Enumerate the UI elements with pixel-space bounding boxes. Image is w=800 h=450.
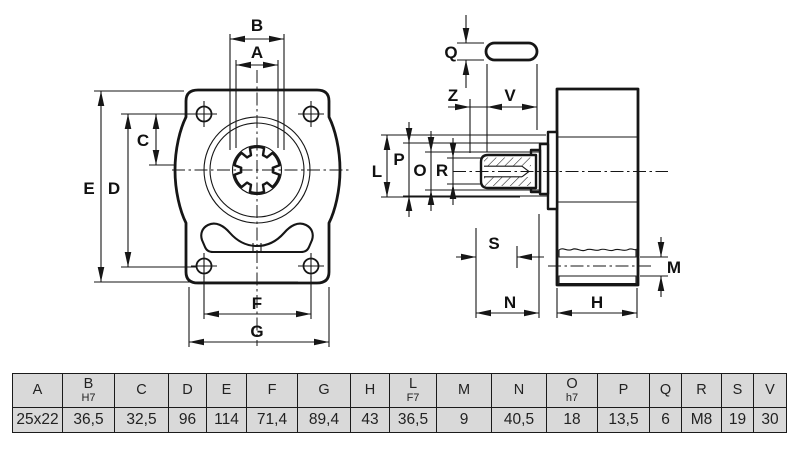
dim-E: E — [83, 90, 298, 283]
dim-label-a: A — [251, 43, 263, 62]
col-header-e: E — [206, 373, 247, 408]
col-value-o: 18 — [546, 407, 598, 433]
col-header-v: V — [753, 373, 787, 408]
dim-S: S — [456, 234, 544, 268]
dim-label-q: Q — [444, 43, 457, 62]
col-header-g: G — [297, 373, 351, 408]
front-view: B A C D E F — [83, 16, 352, 347]
col-value-h: 43 — [350, 407, 390, 433]
col-value-p: 13,5 — [597, 407, 650, 433]
col-value-b: 36,5 — [62, 407, 115, 433]
dim-V: V — [486, 64, 538, 152]
col-header-r: R — [681, 373, 722, 408]
dim-label-g: G — [250, 322, 263, 341]
flange-plate-side — [546, 130, 559, 211]
port-hatch-bottom — [558, 275, 637, 285]
col-header-c: C — [114, 373, 169, 408]
dim-G: G — [188, 287, 330, 347]
dim-label-n: N — [504, 293, 516, 312]
col-header-d: D — [168, 373, 207, 408]
dim-label-v: V — [504, 86, 516, 105]
dim-R: R — [436, 138, 482, 205]
col-value-a: 25x22 — [12, 407, 63, 433]
col-header-m: M — [436, 373, 492, 408]
col-header-h: H — [350, 373, 390, 408]
dim-B: B — [229, 16, 285, 150]
col-header-s: S — [721, 373, 754, 408]
col-value-r: M8 — [681, 407, 722, 433]
dim-label-r: R — [436, 161, 448, 180]
shaft-hatch-top — [484, 157, 531, 167]
col-header-p: P — [597, 373, 650, 408]
dim-label-e: E — [83, 179, 94, 198]
dim-P: P — [393, 122, 548, 217]
col-value-s: 19 — [721, 407, 754, 433]
dim-label-c: C — [137, 131, 149, 150]
port-hatch-top — [558, 248, 637, 258]
pump-body — [555, 87, 640, 287]
dim-H: H — [556, 288, 638, 318]
bottom-pocket — [200, 222, 314, 254]
col-value-v: 30 — [753, 407, 787, 433]
col-value-l: 36,5 — [389, 407, 437, 433]
col-header-n: N — [491, 373, 547, 408]
pocket-rib — [252, 243, 262, 252]
col-header-a: A — [12, 373, 63, 408]
col-header-f: F — [246, 373, 298, 408]
col-value-d: 96 — [168, 407, 207, 433]
col-value-f: 71,4 — [246, 407, 298, 433]
col-header-q: Q — [649, 373, 682, 408]
col-value-m: 9 — [436, 407, 492, 433]
key — [484, 41, 539, 62]
dim-N: N — [475, 214, 540, 318]
dim-A: A — [235, 43, 279, 148]
table-value-row: 25x22 36,5 32,5 96 114 71,4 89,4 43 36,5… — [12, 407, 787, 433]
col-value-g: 89,4 — [297, 407, 351, 433]
side-view: Q Z V L P — [372, 15, 681, 318]
dim-label-o: O — [413, 161, 426, 180]
dim-label-d: D — [108, 179, 120, 198]
shaft-hatch-bottom — [484, 177, 531, 186]
dim-label-m: M — [667, 258, 681, 277]
col-value-e: 114 — [206, 407, 247, 433]
dim-label-f: F — [252, 294, 262, 313]
col-value-c: 32,5 — [114, 407, 169, 433]
dim-O: O — [413, 131, 540, 211]
dim-label-b: B — [251, 16, 263, 35]
col-value-q: 6 — [649, 407, 682, 433]
dim-Q: Q — [444, 15, 484, 88]
dim-D: D — [108, 113, 197, 268]
mounting-holes — [191, 101, 324, 279]
pump-flange-drawing: B A C D E F — [83, 15, 681, 347]
dim-C: C — [137, 114, 176, 166]
dim-label-p: P — [393, 150, 404, 169]
dim-label-s: S — [488, 234, 499, 253]
dim-F: F — [203, 276, 312, 319]
dim-label-z: Z — [448, 86, 458, 105]
dim-Z: Z — [448, 86, 487, 153]
dim-M: M — [640, 237, 681, 297]
dim-label-l: L — [372, 162, 382, 181]
col-value-n: 40,5 — [491, 407, 547, 433]
dim-label-h: H — [591, 293, 603, 312]
